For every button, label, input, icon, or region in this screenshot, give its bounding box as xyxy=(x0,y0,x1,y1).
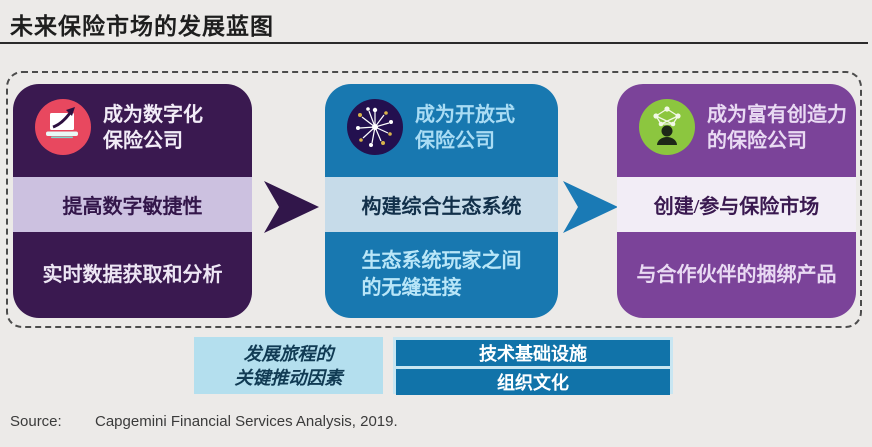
stage-creative-action: 创建/参与保险市场 xyxy=(617,177,856,232)
stages-dashed-frame xyxy=(6,71,862,328)
source-label: Source: xyxy=(10,413,62,430)
drivers-label: 发展旅程的 关键推动因素 xyxy=(194,337,383,394)
creative-people-network-icon xyxy=(639,99,695,155)
source-text: Capgemini Financial Services Analysis, 2… xyxy=(95,413,398,430)
stage-creative-header: 成为富有创造力 的保险公司 xyxy=(617,84,856,177)
page-title: 未来保险市场的发展蓝图 xyxy=(10,14,274,39)
driver-org-culture: 组织文化 xyxy=(396,369,670,395)
arrow-right-icon-2 xyxy=(563,181,618,233)
stage-creative-heading: 成为富有创造力 的保险公司 xyxy=(707,104,847,152)
stage-open-insurer: 成为开放式 保险公司 构建综合生态系统 生态系统玩家之间 的无缝连接 xyxy=(325,84,558,318)
source-line: Source: Capgemini Financial Services Ana… xyxy=(10,413,398,430)
stage-digital-detail: 实时数据获取和分析 xyxy=(42,263,223,286)
drivers-items: 技术基础设施 组织文化 xyxy=(393,337,673,395)
stage-open-heading: 成为开放式 保险公司 xyxy=(415,104,515,152)
stage-creative-insurer: 成为富有创造力 的保险公司 创建/参与保险市场 与合作伙伴的捆绑产品 xyxy=(617,84,856,318)
arrow-right-icon-1 xyxy=(264,181,319,233)
title-divider xyxy=(0,42,868,44)
stage-creative-detail: 与合作伙伴的捆绑产品 xyxy=(636,263,837,286)
network-burst-icon xyxy=(347,99,403,155)
laptop-growth-icon xyxy=(35,99,91,155)
stage-open-header: 成为开放式 保险公司 xyxy=(325,84,558,177)
stage-digital-action: 提高数字敏捷性 xyxy=(13,177,252,232)
stage-digital-heading: 成为数字化 保险公司 xyxy=(103,104,203,152)
driver-tech-infrastructure: 技术基础设施 xyxy=(396,340,670,366)
stage-digital-insurer: 成为数字化 保险公司 提高数字敏捷性 实时数据获取和分析 xyxy=(13,84,252,318)
stage-open-action: 构建综合生态系统 xyxy=(325,177,558,232)
stage-digital-header: 成为数字化 保险公司 xyxy=(13,84,252,177)
stage-open-detail: 生态系统玩家之间 的无缝连接 xyxy=(361,250,522,299)
